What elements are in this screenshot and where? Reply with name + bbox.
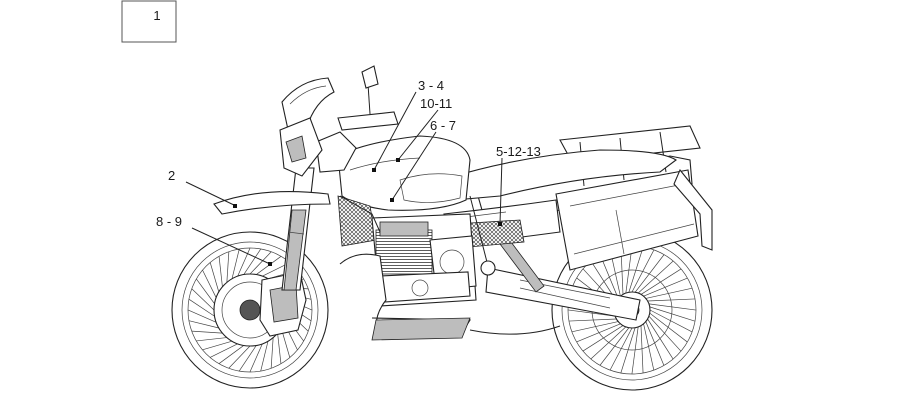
- wheel-spoke: [260, 341, 269, 372]
- wheel-spoke: [196, 337, 227, 342]
- wheel-spoke: [649, 309, 693, 333]
- wheel-spoke: [620, 327, 636, 374]
- wheel-spoke: [209, 343, 238, 358]
- wheel-spoke: [631, 326, 639, 375]
- wheel-spoke: [609, 327, 633, 371]
- wheel-spoke: [628, 246, 644, 293]
- wheel-spoke: [590, 326, 627, 360]
- wheel-spoke: [640, 268, 682, 295]
- wheel-spoke: [191, 330, 223, 334]
- wheel-spoke: [640, 325, 644, 374]
- wheel-spoke: [218, 256, 223, 287]
- wheel-spoke: [647, 318, 674, 360]
- front-wheel: [171, 231, 329, 389]
- wheel-spoke: [202, 340, 233, 351]
- wheel-spoke: [243, 248, 262, 275]
- wheel-spoke: [576, 323, 621, 343]
- wheel-spoke: [582, 325, 624, 352]
- wheel-spoke: [231, 248, 240, 279]
- wheel-spoke: [218, 345, 244, 364]
- wheel-spoke: [188, 320, 219, 329]
- wheel-spoke: [648, 315, 682, 352]
- callout-dots: [233, 158, 502, 266]
- reference-box-number: 1: [153, 8, 160, 23]
- callout-6-7: 6 - 7: [430, 118, 456, 133]
- wheel-spoke: [187, 309, 217, 323]
- wheel-spoke: [249, 343, 263, 373]
- callout-3-4: 3 - 4: [418, 78, 444, 93]
- wheel-spoke: [648, 303, 697, 311]
- wheel-spoke: [209, 262, 220, 293]
- wheel-spoke: [571, 321, 619, 333]
- engine: [371, 213, 477, 307]
- wheel-spoke: [270, 337, 274, 369]
- wheel-spoke: [568, 318, 617, 322]
- wheel-spoke: [637, 260, 674, 294]
- motorcycle-illustration: [171, 65, 713, 391]
- wheel-spoke: [191, 288, 215, 311]
- wheel-spoke: [634, 254, 665, 293]
- reference-box: 1: [121, 0, 177, 43]
- wheel-spoke: [188, 298, 215, 317]
- wheel-spoke: [645, 287, 693, 299]
- callout-5-12-13: 5-12-13: [496, 144, 541, 159]
- wheel-spoke: [599, 327, 630, 366]
- callout-2: 2: [168, 168, 175, 183]
- wheel-spoke: [238, 345, 257, 372]
- wheel-spoke: [631, 249, 655, 293]
- wheel-spoke: [643, 277, 688, 297]
- wheel-spoke: [277, 333, 282, 364]
- wheel-spoke: [196, 278, 215, 304]
- callout-8-9: 8 - 9: [156, 214, 182, 229]
- wheel-spoke: [599, 254, 619, 299]
- wheel-spoke: [647, 298, 696, 302]
- wheel-spoke: [649, 312, 688, 343]
- wheel-spoke: [249, 251, 272, 275]
- callout-leaders: [185, 91, 503, 265]
- wheel-spoke: [226, 251, 230, 283]
- wheel-spoke: [202, 269, 217, 298]
- callout-10-11: 10-11: [420, 96, 452, 111]
- wheel-spoke: [645, 321, 665, 366]
- wheel-spoke: [228, 345, 251, 369]
- wheel-spoke: [643, 323, 655, 371]
- wheel-spoke: [649, 306, 696, 322]
- wheel-spoke: [237, 247, 251, 277]
